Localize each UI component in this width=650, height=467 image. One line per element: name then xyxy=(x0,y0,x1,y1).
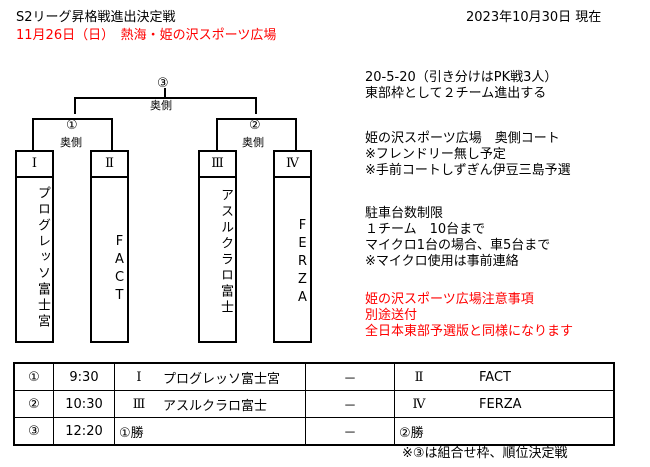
team-box-4: Ⅳ FERZA xyxy=(273,150,312,343)
final-circle: ③ xyxy=(157,76,169,91)
team-box-2: Ⅱ FACT xyxy=(90,150,129,343)
notes-venue: 姫の沢スポーツ広場 奥側コート ※フレンドリー無し予定 ※手前コートしずぎん伊豆… xyxy=(365,131,571,179)
away-team-number: Ⅳ xyxy=(412,396,426,412)
team-number: Ⅱ xyxy=(92,152,127,178)
notes-caution: 姫の沢スポーツ広場注意事項 別途送付 全日本東部予選版と同様になります xyxy=(365,292,573,340)
match-number: ① xyxy=(13,362,54,391)
final-court: 奥側 xyxy=(147,99,175,112)
notes-rules: 20-5-20（引き分けはPK戦3人） 東部枠として２チーム進出する xyxy=(365,70,557,102)
versus: － xyxy=(305,390,395,418)
event-line: 11月26日（日） 熱海・姫の沢スポーツ広場 xyxy=(16,28,277,43)
team-number: Ⅳ xyxy=(275,152,310,178)
team-name: FACT xyxy=(112,234,127,306)
note-line: 20-5-20（引き分けはPK戦3人） xyxy=(365,70,558,85)
semi-right-court: 奥側 xyxy=(242,136,264,149)
semi-right-circle: ② xyxy=(249,118,261,133)
match-number: ② xyxy=(13,390,54,418)
date-status: 2023年10月30日 現在 xyxy=(466,10,602,25)
away-team: ②勝 xyxy=(399,425,424,441)
home-team: プログレッソ富士宮 xyxy=(163,371,281,387)
note-line: ※フレンドリー無し予定 xyxy=(365,147,506,162)
page-title: S2リーグ昇格戦進出決定戦 xyxy=(16,10,176,25)
team-name: FERZA xyxy=(295,218,310,308)
versus: － xyxy=(305,362,395,391)
team-name: アスルクラロ富士 xyxy=(218,188,233,316)
match-time: 12:20 xyxy=(53,417,115,446)
table-row: ① 9:30 Ⅰ プログレッソ富士宮 － Ⅱ FACT xyxy=(13,362,615,391)
note-line: 姫の沢スポーツ広場注意事項 xyxy=(365,292,534,307)
team-number: Ⅲ xyxy=(200,152,235,178)
note-line: ※マイクロ使用は事前連絡 xyxy=(365,254,519,269)
home-team: ①勝 xyxy=(119,425,144,441)
match-time: 9:30 xyxy=(53,362,115,391)
away-team: FERZA xyxy=(479,396,522,412)
note-line: 東部枠として２チーム進出する xyxy=(365,86,547,101)
note-line: 別途送付 xyxy=(365,308,418,323)
table-row: ② 10:30 Ⅲ アスルクラロ富士 － Ⅳ FERZA xyxy=(13,390,615,418)
team-box-1: Ⅰ プログレッソ富士宮 xyxy=(15,150,54,343)
note-line: マイクロ1台の場合、車5台まで xyxy=(365,238,551,253)
footnote: ※③は組合せ枠、順位決定戦 xyxy=(402,446,568,461)
semi-left-circle: ① xyxy=(66,118,78,133)
home-team: アスルクラロ富士 xyxy=(163,398,268,414)
home-team-number: Ⅰ xyxy=(136,369,142,385)
versus: － xyxy=(305,417,395,446)
note-line: １チーム 10台まで xyxy=(365,222,486,237)
schedule-table: ① 9:30 Ⅰ プログレッソ富士宮 － Ⅱ FACT ② 10:30 Ⅲ アスルクラ… xyxy=(13,362,615,446)
away-team-number: Ⅱ xyxy=(414,369,424,385)
semi-left-court: 奥側 xyxy=(60,136,82,149)
note-line: ※手前コートしずぎん伊豆三島予選 xyxy=(365,163,571,178)
note-line: 駐車台数制限 xyxy=(365,206,444,221)
semi-right-connector xyxy=(216,118,297,150)
notes-parking: 駐車台数制限 １チーム 10台まで マイクロ1台の場合、車5台まで ※マイクロ使… xyxy=(365,206,550,270)
away-team: FACT xyxy=(479,369,511,385)
note-line: 姫の沢スポーツ広場 奥側コート xyxy=(365,131,560,146)
semi-left-connector xyxy=(32,118,113,150)
home-team-number: Ⅲ xyxy=(132,396,146,412)
team-number: Ⅰ xyxy=(17,152,52,178)
note-line: 全日本東部予選版と同様になります xyxy=(365,324,574,339)
match-time: 10:30 xyxy=(53,390,115,418)
match-number: ③ xyxy=(13,417,54,446)
team-box-3: Ⅲ アスルクラロ富士 xyxy=(198,150,237,343)
table-row: ③ 12:20 ①勝 － ②勝 xyxy=(13,417,615,446)
team-name: プログレッソ富士宮 xyxy=(35,186,50,330)
